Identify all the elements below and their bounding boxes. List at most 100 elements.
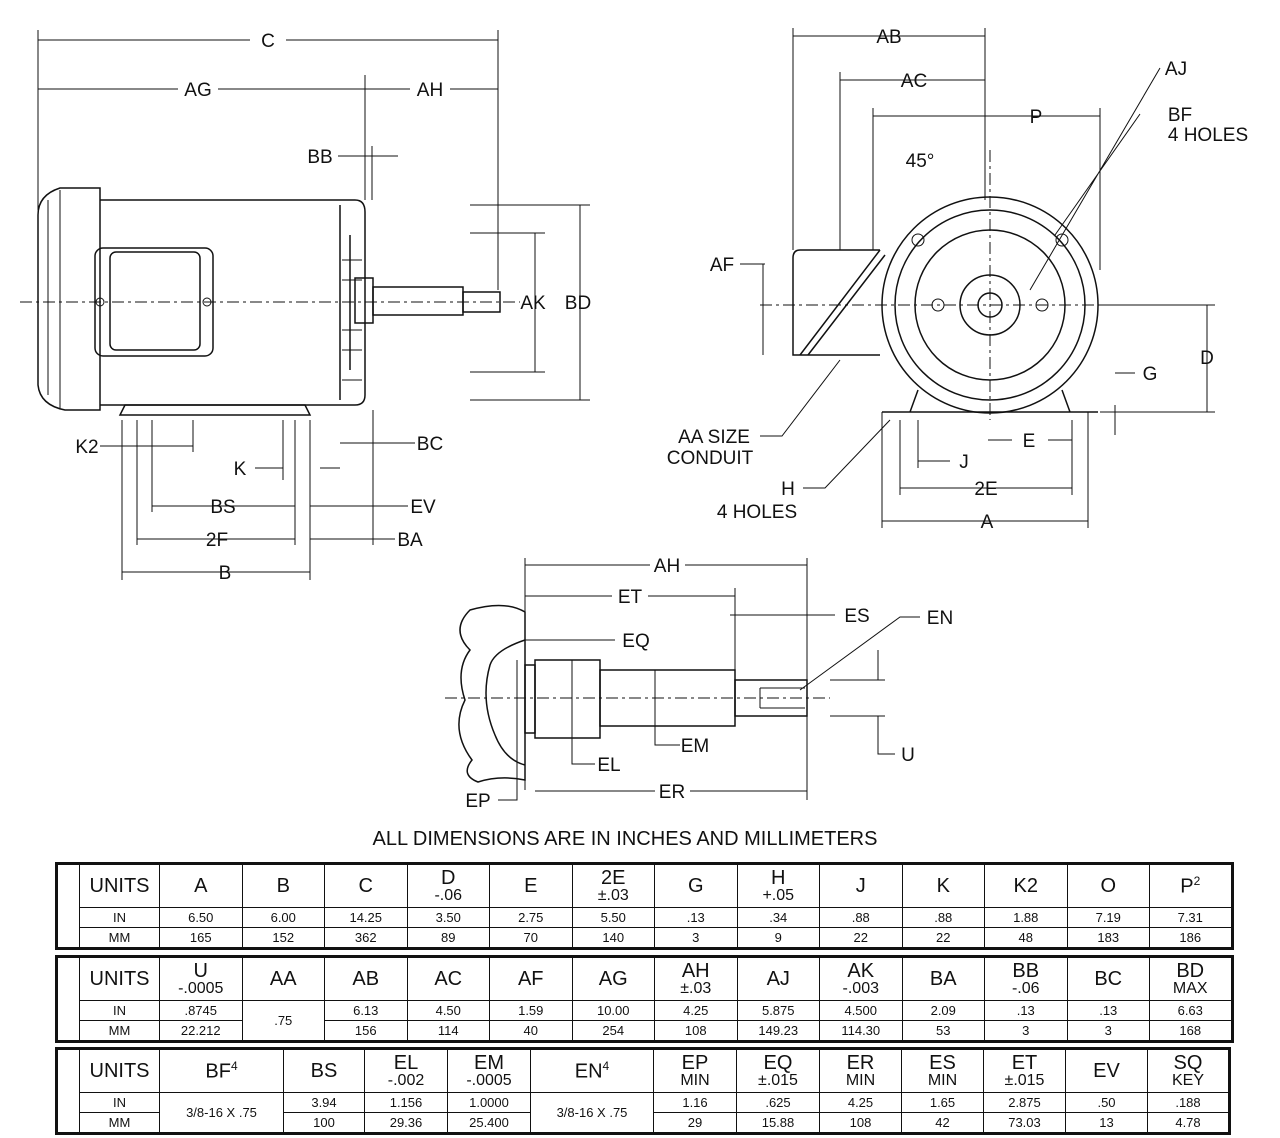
tolerance: ±.015 — [1004, 1072, 1045, 1089]
column-header: BA — [901, 956, 985, 1001]
units-header: UNITS — [79, 956, 160, 1001]
label-h: H — [781, 479, 795, 500]
units-mm: MM — [79, 927, 160, 949]
value-mm: 254 — [571, 1020, 655, 1042]
value-mm: 70 — [489, 927, 573, 949]
front-view-labels: AB AC AJ P BF 4 HOLES 45° AF D G E J 2E … — [667, 27, 1248, 533]
value-merged: .75 — [241, 1000, 325, 1042]
value-in: .88 — [819, 907, 903, 928]
dimension-code: BB — [1012, 960, 1040, 982]
value-in: 1.59 — [489, 1000, 573, 1021]
label-2e: 2E — [974, 479, 997, 500]
dimension-code: BF — [205, 1060, 231, 1083]
dimension-code: AC — [434, 968, 463, 990]
label-ab: AB — [876, 27, 901, 48]
label-aj: AJ — [1165, 59, 1187, 80]
value-mm: 3 — [1066, 1020, 1150, 1042]
dimension-code: EL — [393, 1052, 419, 1074]
dimensions-title: ALL DIMENSIONS ARE IN INCHES AND MILLIME… — [372, 828, 878, 850]
value-in: 7.19 — [1066, 907, 1150, 928]
tolerance: -.002 — [387, 1072, 425, 1089]
shaft-view-labels: AH ET ES EN EQ EM EL U ER EP — [465, 556, 953, 812]
tolerance: MAX — [1172, 980, 1208, 997]
units-in: IN — [79, 1000, 160, 1021]
dimension-code: AK — [847, 960, 875, 982]
value-mm: 108 — [819, 1112, 902, 1134]
row-marker — [56, 1048, 80, 1134]
dimension-code: J — [855, 875, 866, 897]
column-header: D-.06 — [406, 863, 490, 908]
label-er: ER — [659, 782, 685, 803]
tolerance: -.0005 — [178, 980, 224, 997]
label-el: EL — [597, 755, 620, 776]
tolerance: MIN — [845, 1072, 876, 1089]
value-mm: 22.212 — [159, 1020, 243, 1042]
column-header: AH±.03 — [654, 956, 738, 1001]
label-g: G — [1143, 364, 1158, 385]
label-en: EN — [927, 608, 953, 629]
value-mm: 100 — [283, 1112, 365, 1134]
label-ev: EV — [410, 497, 436, 518]
value-mm: 53 — [901, 1020, 985, 1042]
value-mm: 114 — [406, 1020, 490, 1042]
label-ac: AC — [901, 71, 927, 92]
value-mm: 40 — [489, 1020, 573, 1042]
column-header: EV — [1065, 1048, 1148, 1093]
column-header: O — [1066, 863, 1150, 908]
value-mm: 168 — [1149, 1020, 1233, 1042]
value-in: 4.25 — [654, 1000, 738, 1021]
label-et: ET — [618, 587, 643, 608]
dimension-code: EP — [681, 1052, 709, 1074]
value-in: 1.65 — [901, 1092, 984, 1113]
column-header: G — [654, 863, 738, 908]
dimension-code: D — [441, 867, 456, 889]
value-mm: 3 — [984, 1020, 1068, 1042]
value-in: .50 — [1065, 1092, 1148, 1113]
value-in: .8745 — [159, 1000, 243, 1021]
value-mm: 29 — [653, 1112, 737, 1134]
value-mm: 48 — [984, 927, 1068, 949]
dimension-code: G — [687, 875, 704, 897]
value-in: 10.00 — [571, 1000, 655, 1021]
column-header: H+.05 — [736, 863, 820, 908]
column-header: AJ — [736, 956, 820, 1001]
dimension-code: C — [358, 875, 373, 897]
column-header: K2 — [984, 863, 1068, 908]
dimension-code: B — [276, 875, 290, 897]
label-eq: EQ — [622, 631, 649, 652]
value-in: 6.00 — [241, 907, 325, 928]
dimension-code: P — [1180, 875, 1194, 898]
value-mm: 73.03 — [983, 1112, 1066, 1134]
label-a: A — [981, 512, 994, 533]
value-in: .88 — [901, 907, 985, 928]
value-in: 5.50 — [571, 907, 655, 928]
label-bf: BF — [1168, 105, 1192, 126]
column-header: A — [159, 863, 243, 908]
value-mm: 4.78 — [1147, 1112, 1230, 1134]
dimension-code: A — [194, 875, 208, 897]
value-mm: 13 — [1065, 1112, 1148, 1134]
value-in: 6.13 — [324, 1000, 408, 1021]
value-mm: 152 — [241, 927, 325, 949]
dimension-code: BD — [1176, 960, 1205, 982]
value-in: .13 — [654, 907, 738, 928]
value-in: 14.25 — [324, 907, 408, 928]
tolerance: ±.015 — [758, 1072, 798, 1089]
label-c: C — [261, 31, 275, 52]
units-mm: MM — [79, 1020, 160, 1042]
dimension-code: K — [936, 875, 950, 897]
label-ah: AH — [417, 80, 443, 101]
column-header: P2 — [1149, 863, 1233, 908]
value-mm: 149.23 — [736, 1020, 820, 1042]
value-in: 7.31 — [1149, 907, 1233, 928]
value-mm: 108 — [654, 1020, 738, 1042]
dimension-code: 2E — [601, 867, 626, 889]
column-header: AC — [406, 956, 490, 1001]
label-u: U — [901, 745, 915, 766]
dimension-code: EQ — [763, 1052, 793, 1074]
value-in: 2.09 — [901, 1000, 985, 1021]
label-k: K — [234, 459, 247, 480]
